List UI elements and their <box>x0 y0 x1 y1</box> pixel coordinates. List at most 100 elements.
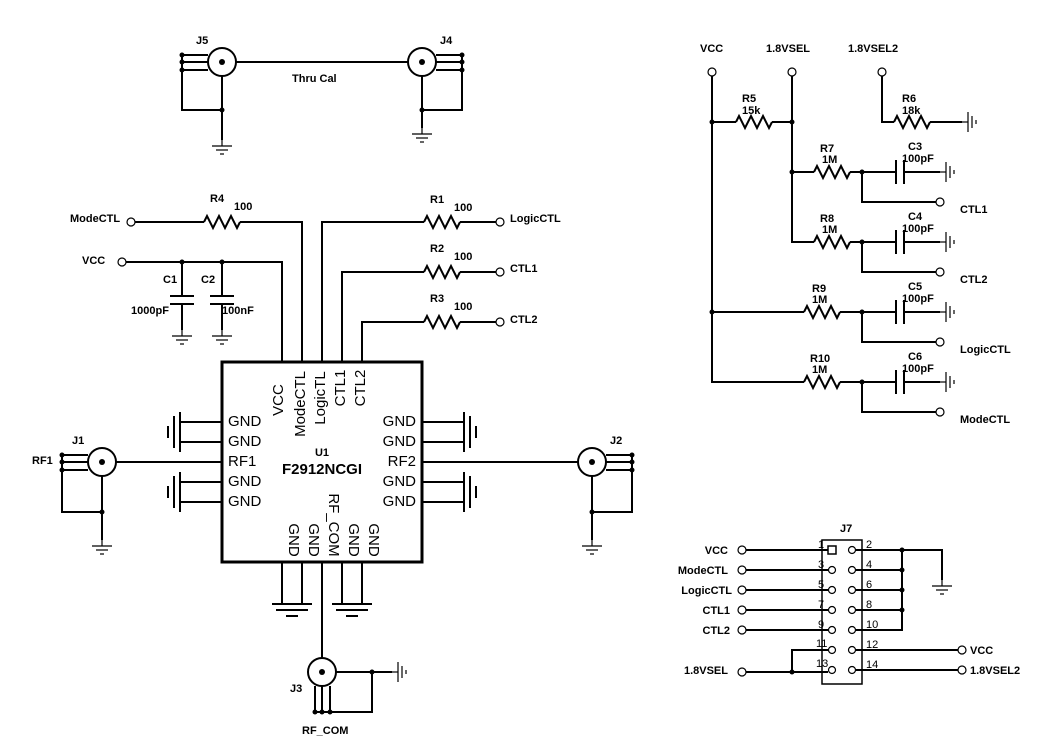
pin-num: 14 <box>866 659 878 671</box>
pin-bottom-gnd: GND <box>365 523 382 557</box>
c4-value: 100pF <box>902 223 934 235</box>
r1-value: 100 <box>454 202 472 214</box>
hdr-net-18vsel: 1.8VSEL <box>684 665 728 677</box>
bias-network: VCC 1.8VSEL 1.8VSEL2 R5 15k R6 18k R7 1M… <box>700 43 1011 426</box>
r5-value: 15k <box>742 105 761 117</box>
hdr-net-vcc-right: VCC <box>970 645 993 657</box>
ic-ref: U1 <box>315 447 329 459</box>
pin-logictl: LogicTL <box>312 371 329 424</box>
net-modectl-bias: ModeCTL <box>960 414 1010 426</box>
net-rf-com: RF_COM <box>302 725 348 737</box>
pin-right-gnd: GND <box>383 493 417 510</box>
hdr-net-18vsel2: 1.8VSEL2 <box>970 665 1020 677</box>
r5-ref: R5 <box>742 93 756 105</box>
c3-value: 100pF <box>902 153 934 165</box>
pin-num: 7 <box>818 599 824 611</box>
j3-label: J3 <box>290 683 302 695</box>
net-ctl1-out: CTL1 <box>510 263 538 275</box>
j1-label: J1 <box>72 435 84 447</box>
pin-bottom-gnd: GND <box>285 523 302 557</box>
pin-rf-com: RF_COM <box>325 493 342 556</box>
net-logicctl-bias: LogicCTL <box>960 344 1011 356</box>
rf1-connector: J1 RF1 <box>32 435 222 555</box>
hdr-net-modectl: ModeCTL <box>678 565 728 577</box>
pin-right-gnd: GND <box>383 433 417 450</box>
c1-ref: C1 <box>163 274 177 286</box>
hdr-net-ctl2: CTL2 <box>703 625 731 637</box>
pin-left-gnd: GND <box>228 433 262 450</box>
ic-u1: F2912NCGI U1 VCC ModeCTL LogicTL CTL1 CT… <box>220 360 424 564</box>
pin-num: 6 <box>866 579 872 591</box>
r3-value: 100 <box>454 301 472 313</box>
r9-value: 1M <box>812 294 827 306</box>
r10-ref: R10 <box>810 353 830 365</box>
j7-label: J7 <box>840 523 852 535</box>
pin-right-gnd: GND <box>383 413 417 430</box>
rf2-connector: J2 <box>422 435 635 555</box>
c4-ref: C4 <box>908 211 923 223</box>
net-ctl1-bias: CTL1 <box>960 204 988 216</box>
pin-bottom-gnd: GND <box>305 523 322 557</box>
j5-label: J5 <box>196 35 208 47</box>
input-network: ModeCTL R4 100 VCC C1 1000pF C2 100nF R1… <box>70 193 561 362</box>
pin-num: 5 <box>818 579 824 591</box>
c1-value: 1000pF <box>131 305 169 317</box>
pin-num: 12 <box>866 639 878 651</box>
pin-rf1: RF1 <box>228 453 256 470</box>
pin-left-gnd: GND <box>228 493 262 510</box>
pin-num: 8 <box>866 599 872 611</box>
pin-ctl1: CTL1 <box>332 370 349 407</box>
net-vcc-top: VCC <box>700 43 723 55</box>
pin-left-gnd: GND <box>228 413 262 430</box>
thru-cal-label: Thru Cal <box>292 73 337 85</box>
r8-ref: R8 <box>820 213 834 225</box>
c6-value: 100pF <box>902 363 934 375</box>
c2-value: 100nF <box>222 305 254 317</box>
c6-ref: C6 <box>908 351 922 363</box>
pin-num: 10 <box>866 619 878 631</box>
r2-ref: R2 <box>430 243 444 255</box>
r7-value: 1M <box>822 154 837 166</box>
pin-left-gnd: GND <box>228 473 262 490</box>
c5-ref: C5 <box>908 281 922 293</box>
r4-value: 100 <box>234 201 252 213</box>
net-logicctl-out: LogicCTL <box>510 213 561 225</box>
net-ctl2-bias: CTL2 <box>960 274 988 286</box>
r7-ref: R7 <box>820 143 834 155</box>
r2-value: 100 <box>454 251 472 263</box>
header-j7: J7 VCC ModeCTL LogicCTL CTL1 CTL2 1.8VSE… <box>678 523 1020 685</box>
r6-value: 18k <box>902 105 921 117</box>
c3-ref: C3 <box>908 141 922 153</box>
c2-ref: C2 <box>201 274 215 286</box>
pin-num: 13 <box>816 658 828 670</box>
c5-value: 100pF <box>902 293 934 305</box>
r8-value: 1M <box>822 224 837 236</box>
r9-ref: R9 <box>812 283 826 295</box>
net-18vsel-top: 1.8VSEL <box>766 43 810 55</box>
pin-ctl2: CTL2 <box>352 370 369 407</box>
hdr-net-vcc: VCC <box>705 545 728 557</box>
pin-num: 2 <box>866 539 872 551</box>
net-ctl2-out: CTL2 <box>510 314 538 326</box>
j2-label: J2 <box>610 435 622 447</box>
pin-num: 11 <box>816 638 827 650</box>
ic-side-grounds <box>167 412 477 617</box>
pin-rf2: RF2 <box>388 453 416 470</box>
j4-label: J4 <box>440 35 453 47</box>
ic-part-number: F2912NCGI <box>282 461 362 478</box>
net-rf1: RF1 <box>32 455 53 467</box>
pin-num: 1 <box>818 539 824 551</box>
hdr-net-ctl1: CTL1 <box>703 605 731 617</box>
hdr-net-logicctl: LogicCTL <box>681 585 732 597</box>
r3-ref: R3 <box>430 293 444 305</box>
pin-modectl: ModeCTL <box>292 371 309 437</box>
r1-ref: R1 <box>430 194 444 206</box>
net-modectl-in: ModeCTL <box>70 213 120 225</box>
thru-cal-circuit: J5 J4 Thru Cal <box>179 35 465 155</box>
pin-bottom-gnd: GND <box>345 523 362 557</box>
rf-com-connector: J3 RF_COM <box>290 562 407 737</box>
pin-num: 9 <box>818 619 824 631</box>
net-vcc-in: VCC <box>82 255 105 267</box>
pin-right-gnd: GND <box>383 473 417 490</box>
